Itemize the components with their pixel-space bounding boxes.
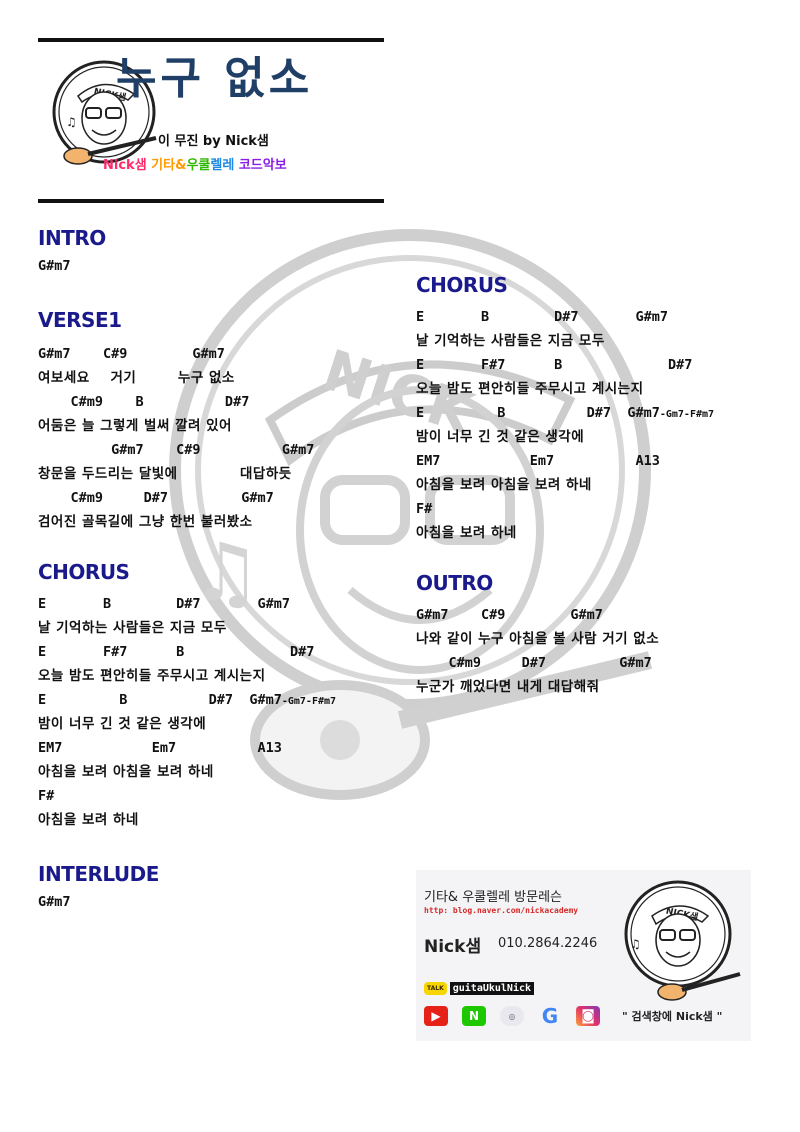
section-title: INTRO xyxy=(38,226,106,250)
brand-line: Nick샘 기타&우쿨렐레 코드악보 xyxy=(103,154,287,173)
section-title: CHORUS xyxy=(38,560,130,584)
cafe-icon: ◎ xyxy=(500,1006,524,1026)
brand-part: 기타& xyxy=(146,158,187,173)
lyric-line: 밤이 너무 긴 것 같은 생각에 xyxy=(38,716,207,732)
business-card: 기타& 우쿨렐레 방문레슨 http: blog.naver.com/nicka… xyxy=(416,870,751,1041)
chord-line: E B D#7 G#m7 xyxy=(416,309,668,325)
chord-line: F# xyxy=(416,501,433,517)
lyric-line: 아침을 보려 하네 xyxy=(416,525,517,541)
section-outro: OUTRO G#m7 C#9 G#m7 나와 같이 누구 아침을 볼 사람 거기… xyxy=(416,571,786,699)
lyric-line: 아침을 보려 하네 xyxy=(38,812,139,828)
lyric-line: 여보세요 거기 누구 없소 xyxy=(38,370,235,386)
brand-part: Nick샘 xyxy=(103,158,147,173)
section-chorus: CHORUS E B D#7 G#m7 날 기억하는 사람들은 지금 모두 E … xyxy=(416,273,786,545)
chord-line: E F#7 B D#7 xyxy=(38,644,315,660)
nick-logo-icon: NICK샘 ♫ xyxy=(52,60,157,165)
chord-line: EM7 Em7 A13 xyxy=(38,740,282,756)
section-interlude: INTERLUDE G#m7 xyxy=(38,862,408,914)
chord-suffix: -Gm7-F#m7 xyxy=(281,696,337,707)
chord-text: E B D#7 G#m7 xyxy=(416,405,660,421)
lyric-line: 어둠은 늘 그렇게 벌써 깔려 있어 xyxy=(38,418,232,434)
card-search-hint: " 검색창에 Nick샘 " xyxy=(622,1010,723,1023)
chord-line: G#m7 C#9 G#m7 xyxy=(38,442,315,458)
chord-line: E B D#7 G#m7-Gm7-F#m7 xyxy=(38,688,408,712)
kakaotalk-id: TALK guitaUkulNick xyxy=(424,982,535,995)
chord-line: G#m7 C#9 G#m7 xyxy=(416,607,603,623)
chord-line: C#m9 D#7 G#m7 xyxy=(38,490,274,506)
chord-line: C#m9 B D#7 xyxy=(38,394,250,410)
google-icon: G xyxy=(541,1004,559,1028)
lyric-line: 밤이 너무 긴 것 같은 생각에 xyxy=(416,429,585,445)
section-title: INTERLUDE xyxy=(38,862,159,886)
brand-part: 우쿨 xyxy=(186,158,211,173)
chord-line: C#m9 D#7 G#m7 xyxy=(416,655,652,671)
chord-line: EM7 Em7 A13 xyxy=(416,453,660,469)
svg-text:♫: ♫ xyxy=(66,115,77,129)
lyric-line: 날 기억하는 사람들은 지금 모두 xyxy=(38,620,227,636)
song-header: NICK샘 ♫ 누구 없소 이 무진 by Nick샘 Nick샘 기타&우쿨렐… xyxy=(38,42,384,202)
lyric-line: 창문을 두드리는 달빛에 대답하듯 xyxy=(38,466,292,482)
chord-line: G#m7 xyxy=(38,258,71,274)
card-url-link[interactable]: http: blog.naver.com/nickacademy xyxy=(424,906,579,915)
chord-line: E F#7 B D#7 xyxy=(416,357,693,373)
card-name: Nick샘 xyxy=(424,937,482,957)
section-verse1: VERSE1 G#m7 C#9 G#m7 여보세요 거기 누구 없소 C#m9 … xyxy=(38,308,408,534)
song-byline: 이 무진 by Nick샘 xyxy=(158,134,269,149)
lyric-line: 날 기억하는 사람들은 지금 모두 xyxy=(416,333,605,349)
lyric-line: 아침을 보려 아침을 보려 하네 xyxy=(416,477,592,493)
chord-line: G#m7 xyxy=(38,894,71,910)
section-intro: INTRO G#m7 xyxy=(38,226,408,278)
left-column: INTRO G#m7 VERSE1 G#m7 C#9 G#m7 여보세요 거기 … xyxy=(38,226,408,914)
chord-suffix: -Gm7-F#m7 xyxy=(659,409,715,420)
bottom-rule xyxy=(38,199,384,203)
svg-text:♫: ♫ xyxy=(630,937,641,951)
lyric-line: 검어진 골목길에 그냥 한번 불러봤소 xyxy=(38,514,253,530)
instagram-icon: ◙ xyxy=(576,1006,600,1026)
lyric-line: 아침을 보려 아침을 보려 하네 xyxy=(38,764,214,780)
right-column: CHORUS E B D#7 G#m7 날 기억하는 사람들은 지금 모두 E … xyxy=(416,273,786,699)
brand-part: 코드악보 xyxy=(234,158,287,173)
card-phone: 010.2864.2246 xyxy=(498,936,598,951)
chord-line: F# xyxy=(38,788,55,804)
kakaotalk-handle: guitaUkulNick xyxy=(449,982,535,995)
kakaotalk-icon: TALK xyxy=(424,982,447,995)
brand-part: 렐레 xyxy=(210,158,235,173)
youtube-icon: ▶ xyxy=(424,1006,448,1026)
chord-line: E B D#7 G#m7-Gm7-F#m7 xyxy=(416,401,786,425)
section-title: OUTRO xyxy=(416,571,493,595)
section-title: CHORUS xyxy=(416,273,508,297)
chord-text: E B D#7 G#m7 xyxy=(38,692,282,708)
card-tagline: 기타& 우쿨렐레 방문레슨 xyxy=(424,890,563,905)
top-rule xyxy=(38,38,384,42)
lyric-line: 누군가 깨었다면 내게 대답해줘 xyxy=(416,679,600,695)
nick-logo-icon: NICK샘 ♫ xyxy=(624,880,741,1001)
chord-line: E B D#7 G#m7 xyxy=(38,596,290,612)
song-title: 누구 없소 xyxy=(116,53,314,104)
lyric-line: 나와 같이 누구 아침을 볼 사람 거기 없소 xyxy=(416,631,660,647)
section-chorus: CHORUS E B D#7 G#m7 날 기억하는 사람들은 지금 모두 E … xyxy=(38,560,408,832)
lyric-line: 오늘 밤도 편안히들 주무시고 계시는지 xyxy=(38,668,266,684)
chord-line: G#m7 C#9 G#m7 xyxy=(38,346,225,362)
section-title: VERSE1 xyxy=(38,308,122,332)
lyric-line: 오늘 밤도 편안히들 주무시고 계시는지 xyxy=(416,381,644,397)
naver-icon: N xyxy=(462,1006,486,1026)
social-icons: ▶ N ◎ G ◙ xyxy=(424,1004,600,1028)
